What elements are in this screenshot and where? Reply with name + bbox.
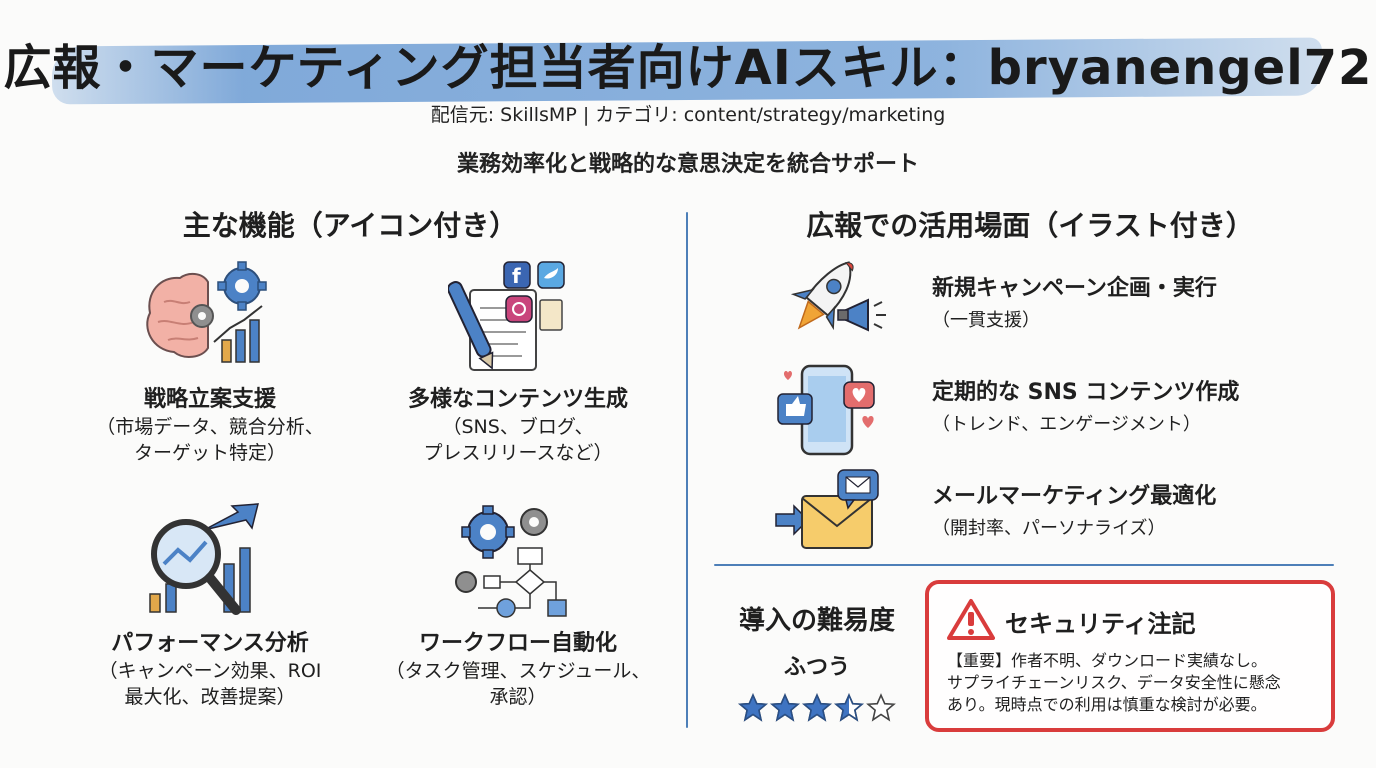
svg-text:f: f — [512, 264, 521, 288]
feature-desc-line2: 最大化、改善提案） — [124, 686, 296, 708]
security-notice-box: セキュリティ注記 【重要】作者不明、ダウンロード実績なし。 サプライチェーンリス… — [925, 580, 1335, 732]
horizontal-divider — [714, 564, 1334, 566]
difficulty-star-rating — [712, 693, 922, 727]
use-case-campaign: 新規キャンペーン企画・実行 （一貫支援） — [932, 270, 1332, 332]
feature-card-content: 多様なコンテンツ生成 （SNS、ブログ、 プレスリリースなど） — [368, 386, 668, 466]
use-case-desc: （開封率、パーソナライズ） — [932, 518, 1166, 539]
social-documents-pen-icon: f — [447, 258, 588, 378]
warning-triangle-icon — [947, 598, 995, 644]
feature-desc-line2: ターゲット特定） — [133, 442, 286, 464]
feature-label: 多様なコンテンツ生成 — [407, 387, 628, 412]
difficulty-title: 導入の難易度 — [738, 606, 895, 636]
rocket-megaphone-icon — [772, 254, 890, 350]
feature-label: 戦略立案支援 — [143, 387, 276, 412]
source-category-line: 配信元: SkillsMP | カテゴリ: content/strategy/m… — [430, 104, 946, 126]
smartphone-social-icon — [772, 362, 890, 458]
star-empty-icon — [866, 693, 896, 722]
use-case-label: 新規キャンペーン企画・実行 — [932, 276, 1217, 301]
feature-card-strategy: 戦略立案支援 （市場データ、競合分析、 ターゲット特定） — [60, 386, 360, 466]
star-full-icon — [738, 693, 768, 722]
feature-card-analytics: パフォーマンス分析 （キャンペーン効果、ROI 最大化、改善提案） — [60, 630, 360, 710]
star-half-icon — [834, 693, 864, 722]
features-section-title: 主な機能（アイコン付き） — [182, 209, 518, 242]
feature-label: パフォーマンス分析 — [111, 631, 309, 656]
feature-desc-line2: プレスリリースなど） — [423, 442, 613, 464]
tagline: 業務効率化と戦略的な意思決定を統合サポート — [456, 152, 919, 177]
page-title: 広報・マーケティング担当者向けAIスキル：bryanengel72 — [3, 40, 1373, 96]
use-case-label: メールマーケティング最適化 — [932, 484, 1217, 509]
use-case-desc: （トレンド、エンゲージメント） — [932, 414, 1201, 435]
star-full-icon — [802, 693, 832, 722]
security-line: サプライチェーンリスク、データ安全性に懸念 — [947, 673, 1281, 692]
envelope-mail-icon — [772, 466, 890, 556]
use-case-desc: （一貫支援） — [932, 310, 1040, 331]
use-cases-section-title: 広報での活用場面（イラスト付き） — [806, 209, 1254, 242]
security-text: 【重要】作者不明、ダウンロード実績なし。 サプライチェーンリスク、データ安全性に… — [947, 650, 1327, 716]
security-line: あり。現時点での利用は慎重な検討が必要。 — [947, 695, 1267, 714]
magnifier-growth-chart-icon — [140, 502, 280, 622]
brain-gears-chart-icon — [140, 258, 280, 378]
security-line: 【重要】作者不明、ダウンロード実績なし。 — [947, 651, 1268, 670]
vertical-divider — [686, 212, 688, 728]
feature-desc-line2: 承認） — [489, 686, 547, 708]
feature-desc-line1: （キャンペーン効果、ROI — [98, 660, 322, 682]
feature-desc-line1: （市場データ、競合分析、 — [96, 416, 324, 438]
feature-card-workflow: ワークフロー自動化 （タスク管理、スケジュール、 承認） — [368, 630, 668, 710]
use-case-sns: 定期的な SNS コンテンツ作成 （トレンド、エンゲージメント） — [932, 374, 1332, 436]
feature-desc-line1: （SNS、ブログ、 — [442, 416, 594, 438]
star-full-icon — [770, 693, 800, 722]
security-title: セキュリティ注記 — [1005, 610, 1196, 638]
difficulty-panel: 導入の難易度 ふつう — [712, 600, 922, 727]
feature-label: ワークフロー自動化 — [418, 631, 617, 656]
difficulty-level: ふつう — [783, 655, 850, 680]
use-case-label: 定期的な SNS コンテンツ作成 — [932, 380, 1240, 405]
use-case-email: メールマーケティング最適化 （開封率、パーソナライズ） — [932, 478, 1332, 540]
gears-flowchart-icon — [448, 502, 588, 622]
feature-desc-line1: （タスク管理、スケジュール、 — [385, 660, 651, 682]
